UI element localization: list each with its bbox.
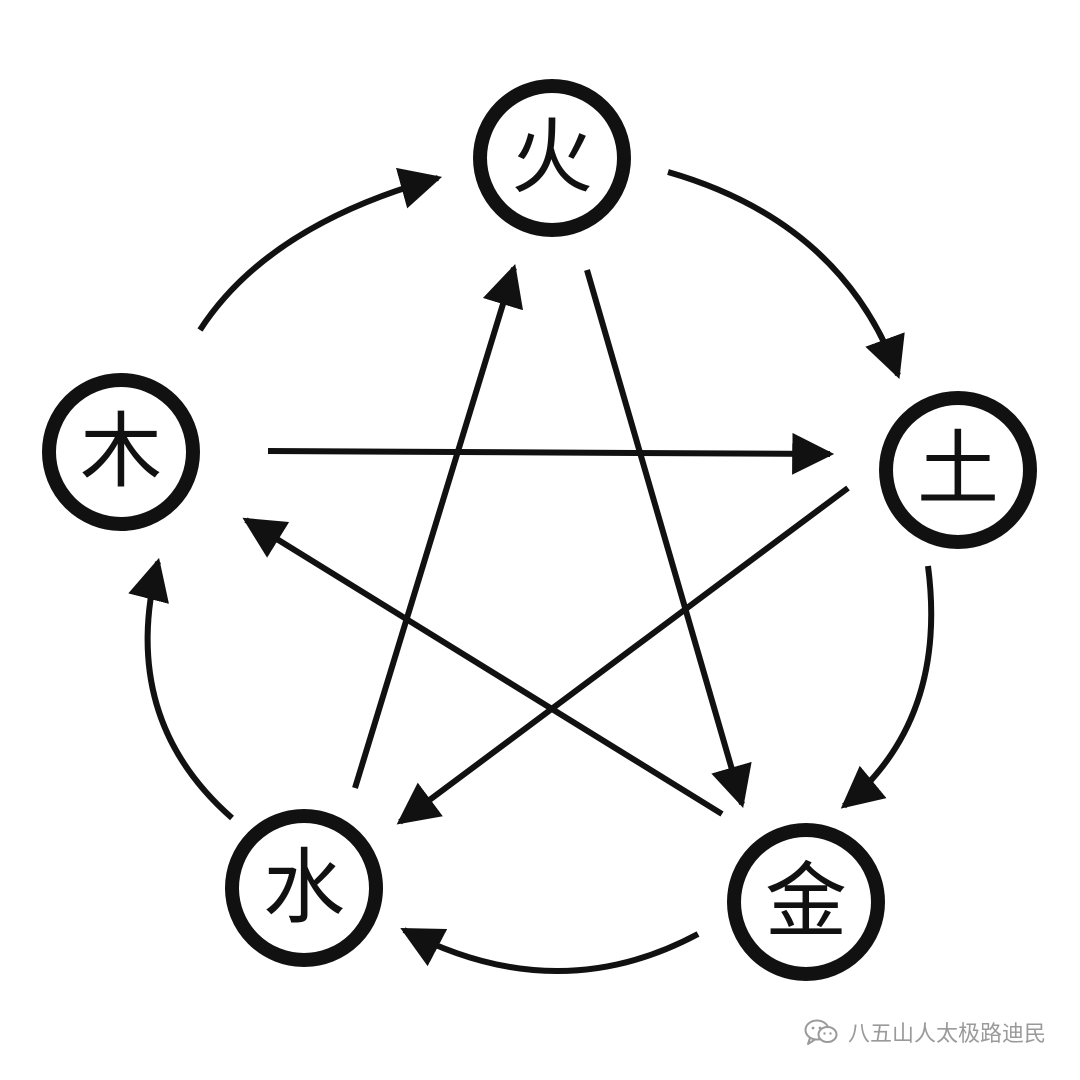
- cycle-arrow-water-to-wood: [128, 557, 234, 821]
- watermark-text: 八五山人太极路迪民: [847, 1022, 1046, 1047]
- node-wood-label: 木: [80, 405, 162, 500]
- node-metal-ring: [727, 823, 885, 981]
- node-water-ring: [225, 809, 383, 967]
- star-arrow-metal-to-wood: [242, 517, 724, 817]
- cycle-arrow-wood-to-fire: [197, 167, 443, 332]
- node-earth: 土: [879, 391, 1037, 549]
- node-earth-ring: [879, 391, 1037, 549]
- node-fire-ring: [473, 79, 631, 237]
- node-water: 水: [225, 809, 383, 967]
- star-arrow-wood-to-earth: [267, 432, 835, 475]
- node-earth-label: 土: [917, 423, 999, 518]
- cycle-arrow-metal-to-water: [400, 927, 700, 974]
- node-water-label: 水: [263, 841, 345, 936]
- star-arrows: [242, 263, 850, 825]
- cycle-arrow-fire-to-earth: [667, 169, 905, 379]
- wechat-icon: [804, 1018, 838, 1046]
- star-arrow-water-to-fire: [352, 263, 524, 789]
- node-wood: 木: [42, 373, 200, 531]
- cycle-arrow-earth-to-metal: [840, 565, 935, 809]
- star-arrow-earth-to-water: [396, 485, 850, 825]
- star-arrow-fire-to-metal: [584, 269, 752, 809]
- node-metal-label: 金: [765, 855, 847, 950]
- node-wood-ring: [42, 373, 200, 531]
- watermark: 八五山人太极路迪民: [804, 1012, 1046, 1052]
- node-fire: 火: [473, 79, 631, 237]
- cycle-arrows: [128, 167, 935, 974]
- node-fire-label: 火: [511, 111, 593, 206]
- node-metal: 金: [727, 823, 885, 981]
